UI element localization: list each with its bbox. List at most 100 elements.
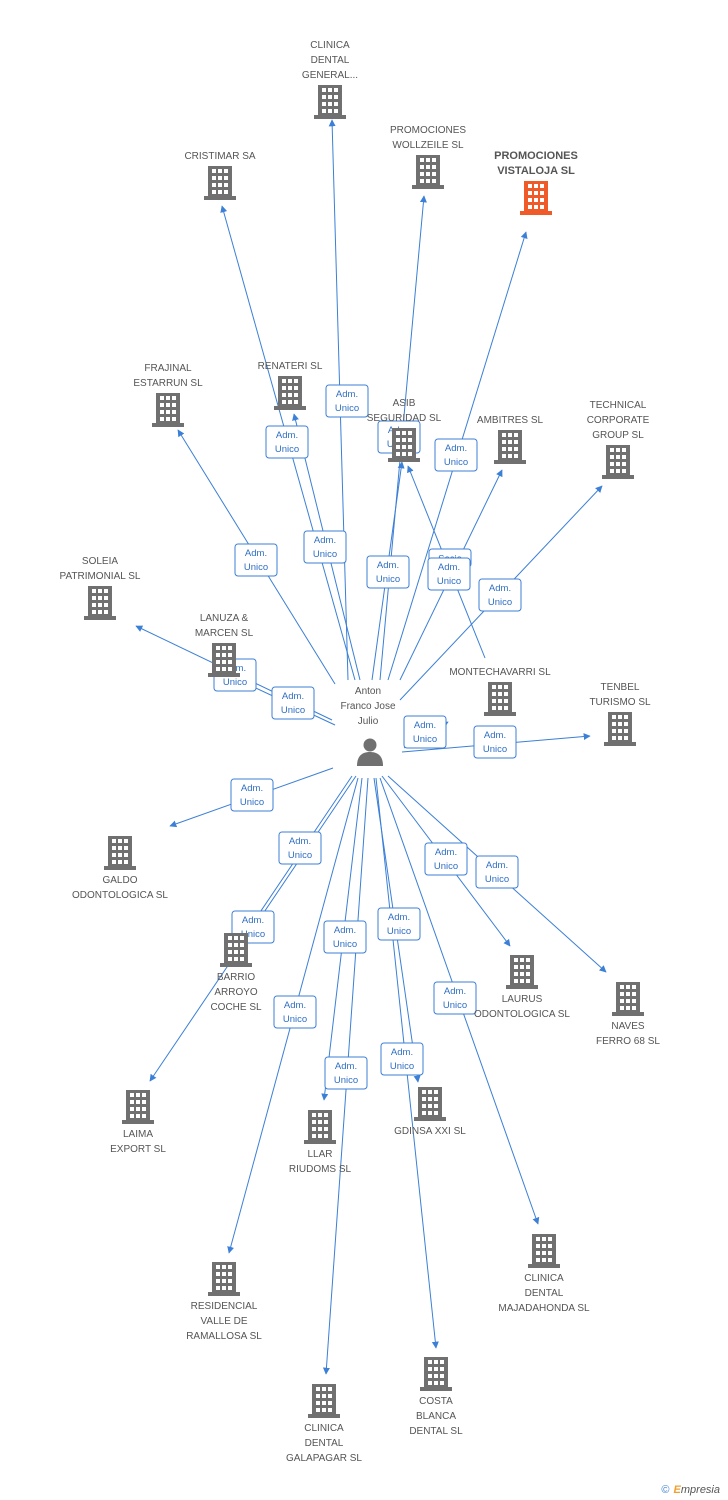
company-name-line: TURISMO SL: [589, 697, 651, 708]
company-name-line: VISTALOJA SL: [497, 165, 575, 177]
edge-label-clinica-dental-galapagar[interactable]: Adm.Unico: [323, 920, 367, 954]
edge-label-text: Adm.: [388, 912, 410, 923]
edge-label-text: Unico: [241, 929, 265, 940]
edge-label-box: [473, 725, 517, 759]
company-node-renateri[interactable]: RENATERI SL: [258, 361, 323, 410]
edge-label-text: Unico: [313, 549, 337, 560]
building-icon: [208, 643, 240, 677]
company-name-line: ODONTOLOGICA SL: [474, 1009, 570, 1020]
company-name-line: WOLLZEILE SL: [392, 140, 464, 151]
edge-label-box: [434, 438, 478, 472]
edge-label-promociones-vistaloja[interactable]: Adm.Unico: [434, 438, 478, 472]
company-node-laurus-odontologica[interactable]: LAURUS ODONTOLOGICA SL: [474, 955, 570, 1020]
building-icon: [204, 166, 236, 200]
edge-label-barrio-arroyo-coche[interactable]: Adm.Unico: [278, 831, 322, 865]
edge-label-cristimar[interactable]: Adm.Unico: [303, 530, 347, 564]
company-node-ambitres[interactable]: AMBITRES SL: [477, 415, 544, 464]
edge-label-box: [403, 715, 447, 749]
edge-label-box: [424, 842, 468, 876]
building-icon: [220, 933, 252, 967]
person-name-line: Franco Jose: [340, 701, 395, 712]
company-node-montechavarri[interactable]: MONTECHAVARRI SL: [449, 667, 551, 716]
building-icon: [520, 181, 552, 215]
edge-label-clinica-dental-majadahonda[interactable]: Adm.Unico: [433, 981, 477, 1015]
company-name-line: CLINICA: [304, 1423, 344, 1434]
edge-label-text: Unico: [283, 1014, 307, 1025]
edge-label-box: [234, 543, 278, 577]
edge-label-box: [366, 555, 410, 589]
company-node-gdinsa-xxi[interactable]: GDINSA XXI SL: [394, 1087, 466, 1137]
edge-label-renateri[interactable]: Adm.Unico: [265, 425, 309, 459]
company-name-line: LAURUS: [502, 994, 543, 1005]
brand-logo-initial: E: [673, 1484, 681, 1496]
building-icon: [208, 1262, 240, 1296]
edge-label-asib-seguridad[interactable]: Adm.Unico: [366, 555, 410, 589]
company-name-line: VALLE DE: [200, 1316, 247, 1327]
building-icon: [104, 836, 136, 870]
company-name-line: ARROYO: [214, 987, 258, 998]
building-icon: [604, 712, 636, 746]
edge-label-llar-riudoms[interactable]: Adm.Unico: [324, 1056, 368, 1090]
edge-label-residencial-valle-ramallosa[interactable]: Adm.Unico: [273, 995, 317, 1029]
edge-label-galdo-odontologica[interactable]: Adm.Unico: [230, 778, 274, 812]
edge-label-box: [377, 907, 421, 941]
person-name-line: Julio: [358, 716, 379, 727]
company-node-clinica-dental-general[interactable]: CLINICADENTALGENERAL...: [302, 40, 358, 119]
edge-label-naves-ferro-68[interactable]: Adm.Unico: [475, 855, 519, 889]
edge-label-text: Adm.: [486, 860, 508, 871]
edge-label-text: Unico: [437, 576, 461, 587]
company-name-line: COSTA: [419, 1396, 453, 1407]
company-name-line: GALAPAGAR SL: [286, 1453, 362, 1464]
company-name-line: DENTAL: [525, 1288, 564, 1299]
brand-footer: ©Empresia: [661, 1484, 720, 1496]
edge-label-text: Adm.: [242, 915, 264, 926]
edge-label-lanuza-marcen[interactable]: Adm.Unico: [271, 686, 315, 720]
edge-label-box: [427, 557, 471, 591]
edge-label-text: Adm.: [377, 560, 399, 571]
building-icon: [494, 430, 526, 464]
edge-label-box: [230, 778, 274, 812]
company-name-line: BARRIO: [217, 972, 256, 983]
edge-label-gdinsa-xxi[interactable]: Adm.Unico: [380, 1042, 424, 1076]
company-name-line: FERRO 68 SL: [596, 1036, 660, 1047]
edge-label-clinica-dental-general[interactable]: Adm.Unico: [325, 384, 369, 418]
edge-label-tenbel-turismo[interactable]: Adm.Unico: [473, 725, 517, 759]
company-name-line: ASIB: [393, 398, 416, 409]
edge-label-text: Adm.: [435, 847, 457, 858]
company-name-line: AMBITRES SL: [477, 415, 544, 426]
edge-label-box: [325, 384, 369, 418]
edge-label-frajinal-estarrun[interactable]: Adm.Unico: [234, 543, 278, 577]
building-icon: [388, 428, 420, 462]
company-name-line: MAJADAHONDA SL: [498, 1303, 590, 1314]
edge-label-laurus-odontologica[interactable]: Adm.Unico: [424, 842, 468, 876]
edge-label-costa-blanca-dental[interactable]: Adm.Unico: [377, 907, 421, 941]
edge-label-montechavarri[interactable]: Adm.Unico: [403, 715, 447, 749]
company-name-line: RESIDENCIAL: [191, 1301, 258, 1312]
edge-label-ambitres[interactable]: Adm.Unico: [427, 557, 471, 591]
edge-label-box: [323, 920, 367, 954]
edge-label-box: [303, 530, 347, 564]
company-node-lanuza-marcen[interactable]: LANUZA &MARCEN SL: [195, 613, 254, 677]
company-node-cristimar[interactable]: CRISTIMAR SA: [184, 151, 256, 200]
edge-label-technical-corporate[interactable]: Adm.Unico: [478, 578, 522, 612]
company-name-line: MONTECHAVARRI SL: [449, 667, 551, 678]
company-name-line: LAIMA: [123, 1129, 153, 1140]
company-name-line: MARCEN SL: [195, 628, 254, 639]
